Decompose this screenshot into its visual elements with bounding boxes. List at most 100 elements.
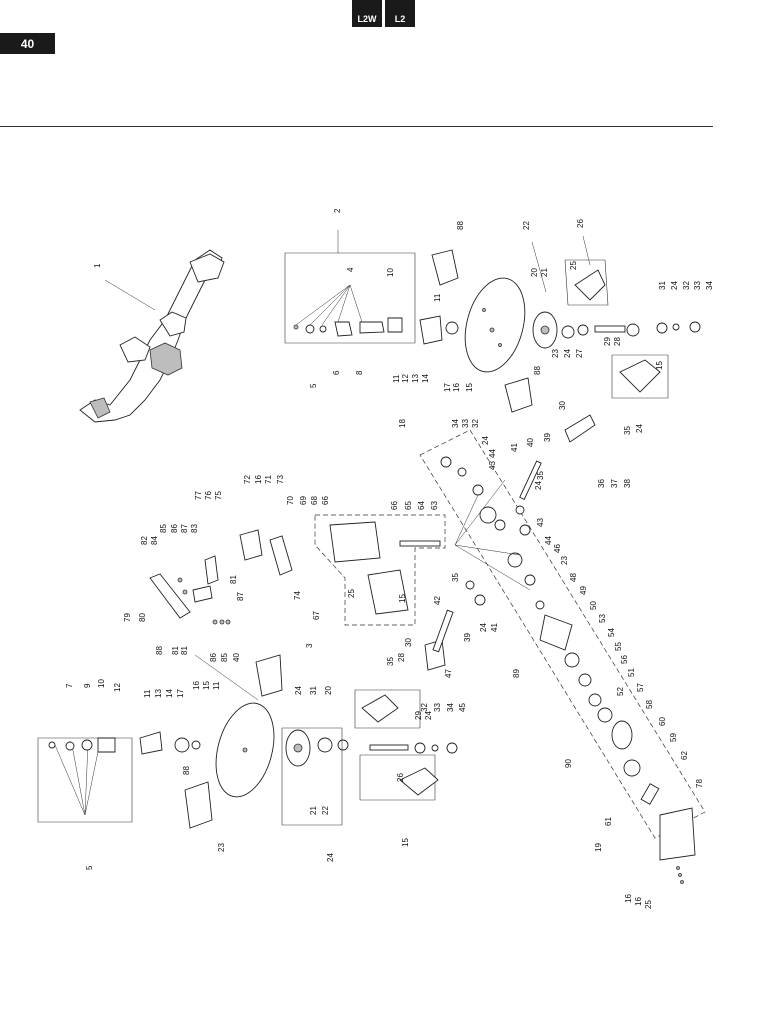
callout-label: 1: [93, 263, 102, 268]
callout-label: 11: [392, 374, 401, 383]
callout-label: 35: [386, 657, 395, 666]
callout-label: 39: [543, 433, 552, 442]
callout-label: 22: [522, 221, 531, 230]
callout-label: 74: [293, 591, 302, 600]
callout-label: 47: [444, 669, 453, 678]
callout-label: 14: [165, 689, 174, 698]
callout-label: 16: [452, 383, 461, 392]
callout-label: 7: [65, 683, 74, 688]
callout-label: 82: [140, 536, 149, 545]
callout-label: 40: [232, 653, 241, 662]
callout-label: 15: [465, 383, 474, 392]
callout-label: 25: [569, 261, 578, 270]
callout-label: 66: [390, 501, 399, 510]
callout-label: 37: [610, 479, 619, 488]
callout-label: 3: [305, 643, 314, 648]
callout-label: 11: [143, 689, 152, 698]
callout-label: 16: [254, 475, 263, 484]
callout-label: 57: [636, 683, 645, 692]
callout-label: 22: [321, 806, 330, 815]
callout-label: 89: [512, 669, 521, 678]
callout-label: 24: [534, 481, 543, 490]
callout-label: 59: [669, 733, 678, 742]
callout-label: 86: [209, 653, 218, 662]
callout-label: 34: [446, 703, 455, 712]
callout-label: 31: [658, 281, 667, 290]
callout-label: 4: [346, 267, 355, 272]
callout-label: 66: [321, 496, 330, 505]
callout-label: 24: [424, 711, 433, 720]
callout-label: 81: [180, 646, 189, 655]
callout-label: 51: [627, 668, 636, 677]
callout-label: 42: [433, 596, 442, 605]
callout-label: 24: [563, 349, 572, 358]
callout-label: 15: [398, 594, 407, 603]
callout-label: 67: [312, 611, 321, 620]
callout-label: 55: [614, 642, 623, 651]
callout-label: 25: [347, 589, 356, 598]
callout-label: 8: [355, 370, 364, 375]
callout-label: 24: [481, 436, 490, 445]
model-tab-l2: L2: [385, 0, 415, 27]
callout-label: 20: [530, 268, 539, 277]
callout-label: 2: [333, 208, 342, 213]
callout-label: 72: [243, 475, 252, 484]
callout-label: 13: [411, 374, 420, 383]
callout-label: 63: [430, 501, 439, 510]
callout-label: 54: [607, 628, 616, 637]
callout-label: 50: [589, 601, 598, 610]
callout-label: 23: [560, 556, 569, 565]
callout-label: 26: [396, 773, 405, 782]
callout-label: 44: [544, 536, 553, 545]
callout-label: 21: [309, 806, 318, 815]
callout-label: 88: [182, 766, 191, 775]
callout-label: 24: [294, 686, 303, 695]
model-tabs: L2W L2: [352, 0, 415, 27]
callout-label: 5: [309, 383, 318, 388]
callout-label: 10: [386, 268, 395, 277]
linkage-parts: [149, 529, 293, 701]
callout-label: 77: [194, 491, 203, 500]
callout-label: 39: [463, 633, 472, 642]
callout-label: 88: [533, 366, 542, 375]
callout-label: 52: [616, 687, 625, 696]
callout-label: 29: [603, 337, 612, 346]
callout-label: 62: [680, 751, 689, 760]
gearbox-assembly-drawing: [79, 249, 225, 423]
callout-label: 13: [154, 689, 163, 698]
callout-label: 53: [598, 614, 607, 623]
callout-label: 29: [414, 711, 423, 720]
callout-label: 86: [170, 524, 179, 533]
callout-label: 24: [670, 281, 679, 290]
callout-label: 24: [635, 424, 644, 433]
callout-label: 9: [83, 683, 92, 688]
callout-label: 85: [220, 653, 229, 662]
lower-disc-assembly: [37, 689, 458, 829]
callout-label: 28: [613, 337, 622, 346]
callout-label: 24: [479, 623, 488, 632]
callout-label: 45: [458, 703, 467, 712]
callout-label: 17: [443, 383, 452, 392]
callout-label: 49: [579, 586, 588, 595]
callout-label: 24: [326, 853, 335, 862]
callout-label: 28: [397, 653, 406, 662]
callout-label: 10: [97, 679, 106, 688]
callout-label: 12: [113, 683, 122, 692]
callout-label: 15: [202, 681, 211, 690]
callout-label: 26: [576, 219, 585, 228]
callout-label: 70: [286, 496, 295, 505]
callout-label: 81: [229, 575, 238, 584]
callout-label: 71: [264, 475, 273, 484]
callout-labels: 1 2 4 10 11 5 6 8 11 12 13 14 88 17 16 1…: [65, 208, 714, 909]
callout-label: 73: [276, 475, 285, 484]
model-tab-l2w: L2W: [352, 0, 382, 27]
callout-label: 36: [597, 479, 606, 488]
callout-label: 23: [551, 349, 560, 358]
callout-label: 33: [433, 703, 442, 712]
callout-label: 32: [471, 419, 480, 428]
callout-label: 23: [217, 843, 226, 852]
callout-label: 11: [433, 293, 442, 302]
callout-label: 41: [490, 623, 499, 632]
main-shaft-assembly: [314, 414, 706, 884]
